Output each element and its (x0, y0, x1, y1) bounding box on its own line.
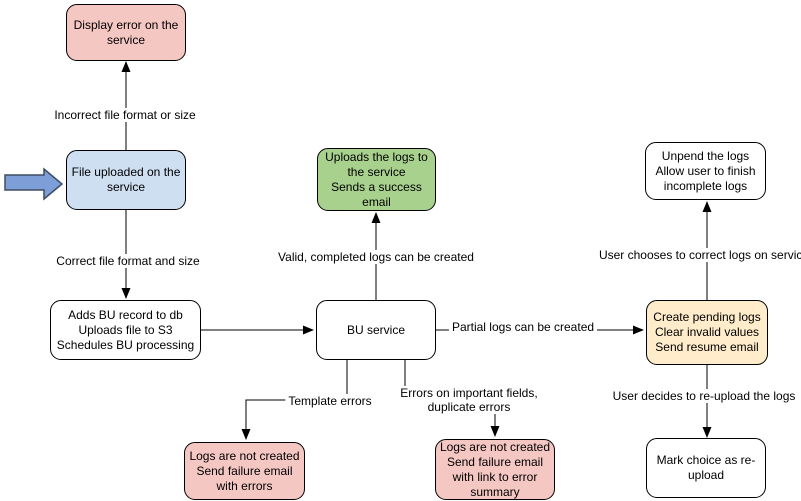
entry-arrow-icon (4, 167, 64, 201)
edge-label-errors-important-fields: Errors on important fields, duplicate er… (397, 386, 541, 414)
node-display-error-label: Display error on the service (73, 17, 179, 47)
node-create-pending: Create pending logs Clear invalid values… (646, 300, 768, 365)
node-bu-service-label: BU service (346, 322, 405, 337)
node-adds-bu-record-label: Adds BU record to db Uploads file to S3 … (56, 307, 195, 352)
node-create-pending-label: Create pending logs Clear invalid values… (653, 310, 761, 354)
edge-label-template-errors: Template errors (285, 394, 375, 408)
node-logs-not-created-errors-label: Logs are not created Send failure email … (189, 448, 300, 493)
node-file-uploaded-label: File uploaded on the service (71, 165, 181, 194)
node-adds-bu-record: Adds BU record to db Uploads file to S3 … (50, 300, 201, 360)
edge-label-correct-file-format: Correct file format and size (53, 254, 203, 268)
node-mark-choice-label: Mark choice as re- upload (656, 453, 756, 482)
node-uploads-logs-label: Uploads the logs to the service Sends a … (325, 149, 428, 209)
node-unpend-logs-label: Unpend the logs Allow user to finish inc… (655, 148, 756, 193)
node-display-error: Display error on the service (66, 4, 186, 61)
node-logs-not-created-errors: Logs are not created Send failure email … (184, 442, 305, 500)
node-logs-not-created-summary: Logs are not created Send failure email … (435, 439, 555, 500)
edge-label-partial-logs: Partial logs can be created (448, 320, 598, 334)
node-mark-choice: Mark choice as re- upload (646, 438, 766, 498)
edge-label-user-chooses-correct: User chooses to correct logs on service (595, 248, 801, 262)
node-bu-service: BU service (316, 300, 436, 360)
node-file-uploaded: File uploaded on the service (66, 150, 186, 210)
edge-label-user-decides-reupload: User decides to re-upload the logs (609, 389, 799, 403)
node-uploads-logs: Uploads the logs to the service Sends a … (317, 148, 436, 211)
node-logs-not-created-summary-label: Logs are not created Send failure email … (439, 439, 551, 499)
edge-label-incorrect-file-format: Incorrect file format or size (51, 108, 199, 122)
node-unpend-logs: Unpend the logs Allow user to finish inc… (645, 142, 766, 200)
edge-label-valid-completed-logs: Valid, completed logs can be created (275, 250, 477, 264)
